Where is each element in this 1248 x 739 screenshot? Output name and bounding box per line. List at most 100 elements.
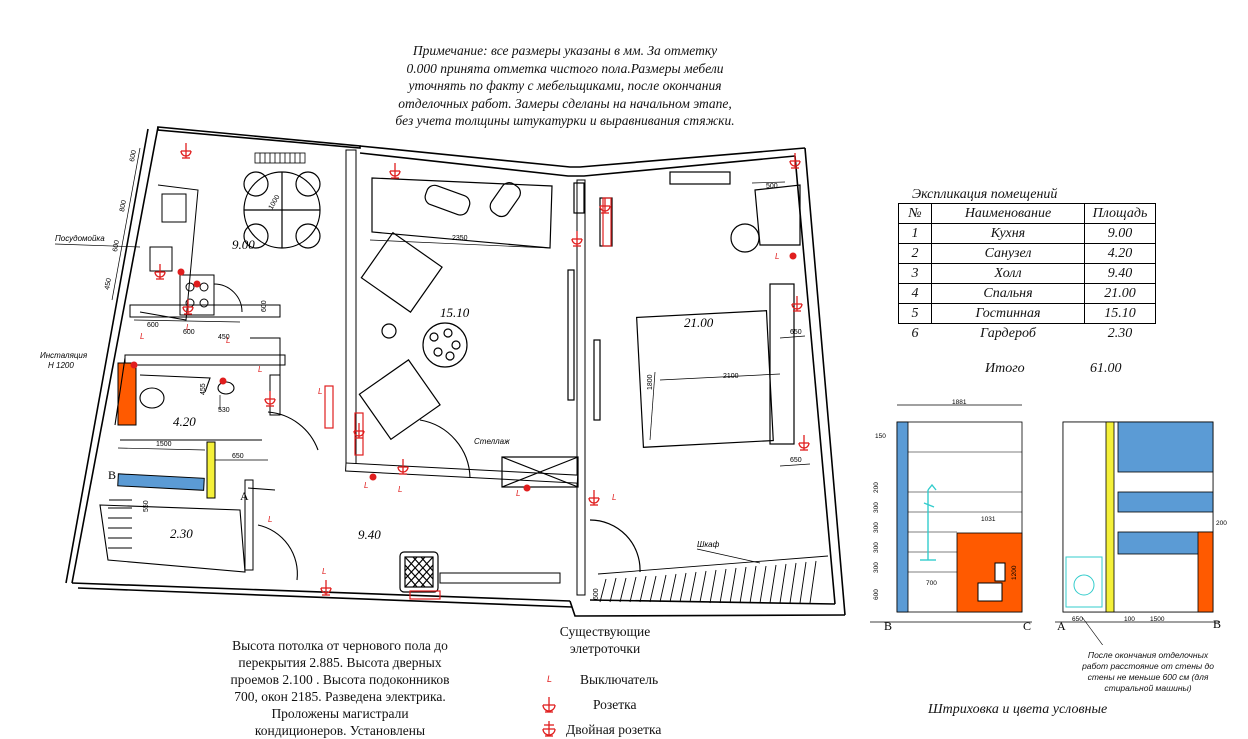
ceiling-note-line: 700, окон 2185. Разведена электрика. [234,689,446,704]
svg-text:L: L [398,485,402,494]
label-installation: Инсталяция [40,351,88,360]
dim: 600 [261,300,268,312]
legend-double-socket: Двойная розетка [566,722,662,737]
dim: 1000 [268,194,282,211]
cell: 6 [911,325,919,341]
cell: Гостинная [931,303,1085,324]
dim: 200 [1216,520,1227,527]
svg-text:L: L [516,489,520,498]
dim: 600 [112,240,121,253]
col-area: Площадь [1084,203,1156,224]
dim: 650 [790,457,802,464]
socket-icon [154,263,166,280]
note-line: 0.000 принята отметка чистого пола.Разме… [406,60,724,76]
dim: 200 [873,482,880,493]
dim: 700 [926,580,937,587]
cell: 21.00 [1084,283,1156,304]
svg-text:L: L [612,493,616,502]
bathroom-elevations: 1881 150 200 300 300 300 300 600 700 103… [870,399,1227,645]
room-area-hall: 9.40 [358,527,381,542]
hatch-note: Штриховка и цвета условные [928,702,1108,717]
dim: 450 [104,278,113,291]
ceiling-note-line: кондиционеров. Установлены [254,723,426,738]
note-line: Примечание: все размеры указаны в мм. За… [412,43,718,58]
dim: 300 [873,562,880,573]
svg-text:L: L [140,332,144,341]
label-dishwasher: Посудомойка [55,234,105,243]
dim: 2100 [723,373,739,380]
total-value: 61.00 [1090,361,1122,376]
room-area-living: 15.10 [440,305,470,320]
washer-note: После окончания отделочных работ расстоя… [1068,650,1228,694]
dim: 530 [218,407,230,414]
cell: 1 [898,223,932,244]
dim: 600 [593,588,600,600]
elev1-left-letter: В [884,619,892,633]
room-area-bath: 4.20 [173,414,196,429]
table-row: 1 Кухня 9.00 [898,223,1156,244]
socket-icon [599,197,611,214]
cell: 9.00 [1084,223,1156,244]
double-socket-icon [542,721,556,737]
dim: 1031 [981,516,996,523]
section-letter-b: В [108,468,116,482]
general-note: Примечание: все размеры указаны в мм. За… [360,42,770,130]
dim: 1800 [647,374,654,390]
table-row: 4 Спальня 21.00 [898,283,1156,304]
svg-text:L: L [322,567,326,576]
table-row: 2 Санузел 4.20 [898,243,1156,264]
note-line: без учета толщины штукатурки и выравнива… [395,113,735,128]
legend-socket: Розетка [593,697,637,712]
table-row: 3 Холл 9.40 [898,263,1156,284]
socket-icon [542,697,556,713]
legend-switch: Выключатель [580,672,659,687]
note-line: уточнять по факту с мебельщиками, после … [408,78,722,93]
dim: 800 [119,200,128,213]
dim: 650 [790,329,802,336]
svg-text:L: L [258,365,262,374]
legend-title-line: Существующие [559,624,651,639]
dim: 600 [183,329,195,336]
floor-plan: LL LL LL LL LL LL 9.00 15.10 21.00 4.20 … [40,126,846,617]
dim: 455 [200,383,207,395]
cell: 4.20 [1084,243,1156,264]
svg-text:L: L [226,336,230,345]
table-header-row: № Наименование Площадь [898,203,1156,224]
cell: 5 [898,303,932,324]
washer-note-line: стены не меньше 600 см (для [1087,672,1209,682]
svg-text:L: L [186,323,190,332]
dim: 600 [129,150,138,163]
ceiling-note-line: Проложены магистрали [271,706,409,721]
svg-text:L: L [318,387,322,396]
cell: Спальня [931,283,1085,304]
explication-title: Экспликация помещений [912,187,1058,202]
table-row: 5 Гостинная 15.10 [898,303,1156,324]
cell: 2.30 [1107,325,1133,341]
room-area-kitchen: 9.00 [232,237,255,252]
svg-text:L: L [775,252,779,261]
dim: 2350 [452,235,468,242]
dim: 600 [873,589,880,600]
label-installation-height: Н 1200 [48,361,74,370]
dim: 550 [143,500,150,512]
legend-title-line: элетроточки [569,641,641,656]
cell: 3 [898,263,932,284]
dim: 650 [1072,616,1083,623]
dim: 1200 [1011,565,1018,580]
table-row: 6 Гардероб 2.30 [899,324,1156,344]
elev1-width: 1881 [952,399,967,406]
socket-icon [588,489,600,506]
dim: 300 [873,522,880,533]
dim: 300 [873,542,880,553]
dim: 1500 [156,441,172,448]
cell: 15.10 [1084,303,1156,324]
cell: Санузел [931,243,1085,264]
legend-symbols: L [542,674,556,737]
dim: 1500 [1150,616,1165,623]
note-line: отделочных работ. Замеры сделаны на нача… [398,95,732,111]
socket-icon [798,434,810,451]
elev2-right-letter: В [1213,617,1221,631]
socket-icon [389,162,401,179]
label-rack: Стеллаж [474,437,510,446]
dim: 150 [875,433,886,440]
